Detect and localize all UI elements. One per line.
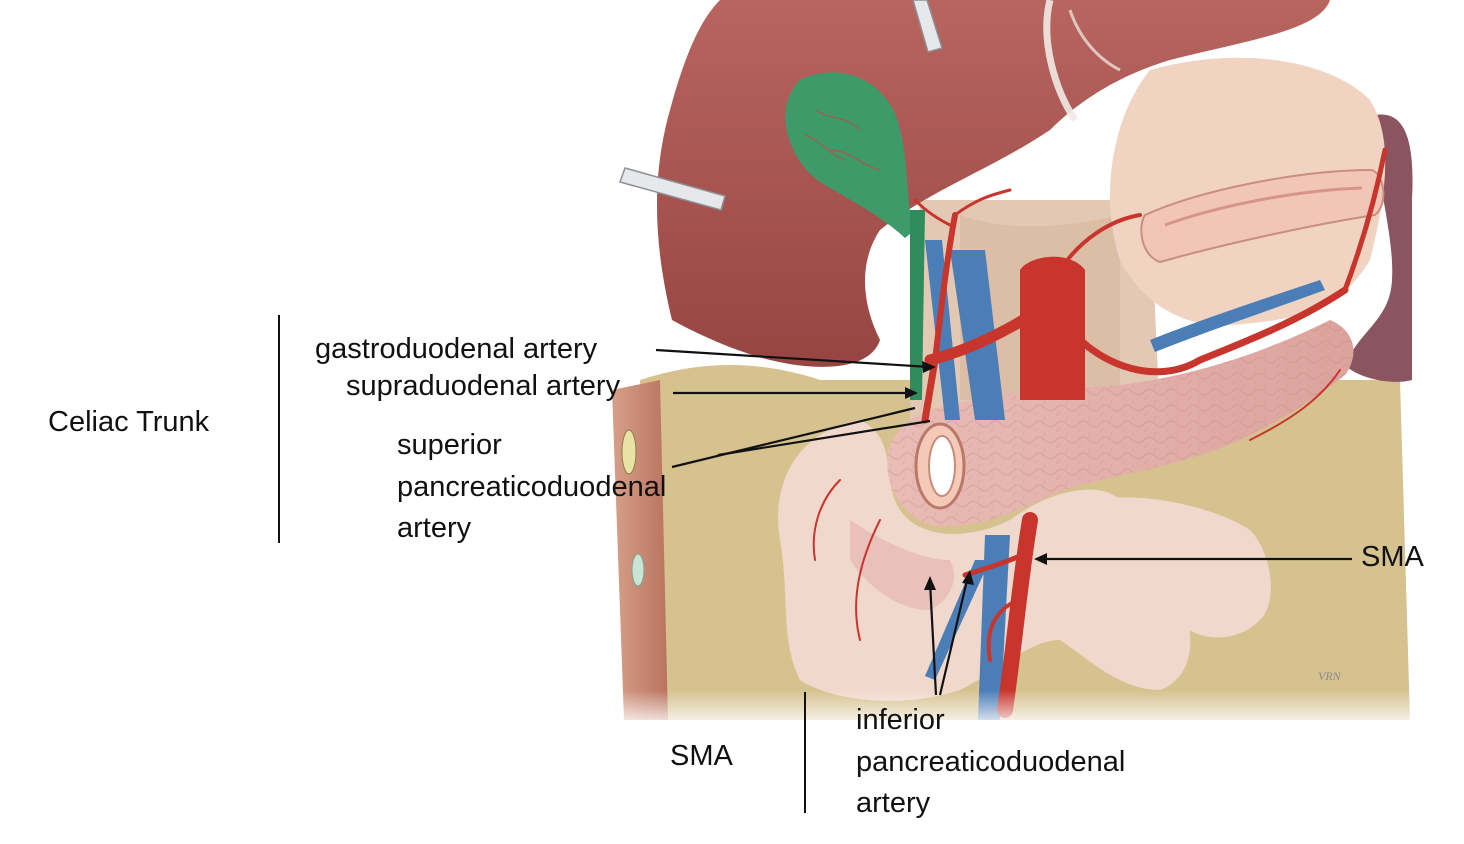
common-bile-duct <box>910 210 925 400</box>
pointer-arrowheads <box>905 361 1047 590</box>
inferior-pd-line-3: artery <box>856 787 931 819</box>
artist-signature: VRN <box>1318 669 1342 683</box>
pointer-gastroduodenal <box>655 348 931 369</box>
abdominal-wall <box>612 380 668 720</box>
sma-bracket <box>804 692 806 813</box>
duodenal-stump <box>914 422 966 510</box>
celiac-bracket <box>278 315 280 543</box>
pointer-inferior-pd-2 <box>938 575 970 696</box>
pointer-inferior-pd-1 <box>928 581 938 696</box>
aorta <box>1020 256 1085 400</box>
superior-pancreaticoduodenal-artery-label: superior pancreaticoduodenal artery <box>397 425 666 550</box>
superior-pd-line-2: pancreaticoduodenal <box>397 470 667 503</box>
sma-group-label: SMA <box>670 740 733 772</box>
pointer-lines <box>655 348 1352 696</box>
supraduodenal-artery-label: supraduodenal artery <box>346 370 621 402</box>
sma-callout-label: SMA <box>1361 541 1424 573</box>
inferior-pd-line-2: pancreaticoduodenal <box>856 745 1126 778</box>
spleen <box>1345 114 1413 382</box>
retractors <box>619 0 943 211</box>
pointer-superior-pd-1 <box>671 406 916 469</box>
gastroduodenal-artery-label: gastroduodenal artery <box>315 333 598 365</box>
inferior-pancreaticoduodenal-artery-label: inferior pancreaticoduodenal artery <box>856 700 1125 825</box>
superior-pd-line-3: artery <box>397 512 472 544</box>
inferior-pd-line-1: inferior <box>856 704 945 736</box>
pointer-superior-pd-2 <box>717 419 931 457</box>
veins <box>925 240 1325 720</box>
superior-pd-line-1: superior <box>397 429 502 461</box>
celiac-trunk-label: Celiac Trunk <box>48 406 210 438</box>
